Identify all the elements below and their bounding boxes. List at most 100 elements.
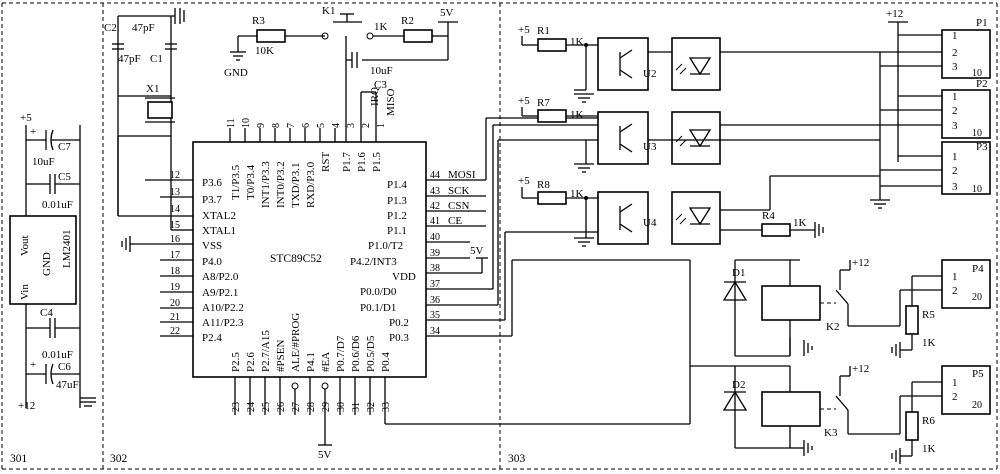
lbl-p31: TXD/P3.1: [290, 162, 302, 208]
section-label-301: 301: [10, 453, 28, 465]
u4-label: U4: [643, 217, 657, 229]
pin-21: 21: [170, 312, 180, 323]
pin-16: 16: [170, 234, 180, 245]
regulator-part: LM2401: [61, 230, 73, 269]
pin-2: 2: [361, 123, 372, 128]
c4-value: 0.01uF: [42, 349, 73, 361]
lbl-psen: #PSEN: [275, 340, 287, 372]
r8-label: R8: [537, 179, 550, 191]
r5-label: R5: [922, 309, 935, 321]
c3-value: 10uF: [370, 65, 393, 77]
r7-resistor: [538, 110, 566, 122]
gnd-label: GND: [224, 67, 248, 79]
reset-rail-label: 5V: [440, 7, 454, 19]
rail-5v-1: +5: [518, 24, 530, 36]
p2-label: P2: [976, 78, 988, 90]
r7-label: R7: [537, 97, 550, 109]
lbl-p33: INT1/P3.3: [260, 161, 272, 208]
relay-k2-coil: [762, 286, 820, 320]
lbl-p41: P4.1: [305, 352, 317, 372]
r6-resistor: [906, 412, 918, 440]
crystal-label: X1: [146, 83, 159, 95]
lbl-xtal2: XTAL2: [202, 210, 236, 222]
pin-32: 32: [366, 402, 377, 412]
r4-value: 1K: [793, 217, 807, 229]
pin-23: 23: [231, 402, 242, 412]
pin-1: 1: [376, 123, 387, 128]
u2-led: [672, 38, 720, 90]
lbl-p11: P1.1: [387, 225, 407, 237]
p5-pin20: 20: [972, 400, 982, 411]
vdd-rail-label: 5V: [470, 245, 484, 257]
lbl-p10: P1.0/T2: [368, 240, 403, 252]
lbl-p34: T0/P3.4: [245, 164, 257, 200]
c6-plus: +: [30, 359, 36, 371]
lbl-p05: P0.5/D5: [365, 335, 377, 372]
p4-pin1: 1: [952, 271, 958, 283]
lbl-p12: P1.2: [387, 210, 407, 222]
p4-pin2: 2: [952, 285, 958, 297]
pin-4: 4: [331, 123, 342, 128]
pin-11: 11: [226, 118, 237, 128]
mcu-bottom-pins: 23 24 25 26 27 28 29 30 31 32 33: [231, 377, 392, 445]
pin-10: 10: [241, 118, 252, 128]
r7-value: 1K: [570, 109, 584, 121]
lbl-p22: A10/P2.2: [202, 302, 244, 314]
section-label-302: 302: [110, 453, 128, 465]
p2-pin2: 2: [952, 105, 958, 117]
r5-resistor: [906, 306, 918, 334]
u2-optocoupler: [598, 38, 648, 90]
k2-label: K2: [826, 321, 839, 333]
lbl-p21: A9/P2.1: [202, 287, 238, 299]
c2-value: 47pF: [132, 22, 155, 34]
mcu-top-pins: 11 10 9 8 7 6 5 4 3 2 1: [226, 110, 387, 142]
lbl-p35: T1/P3.5: [230, 164, 242, 200]
pin-20: 20: [170, 298, 180, 309]
p5-pin2: 2: [952, 391, 958, 403]
pin-25: 25: [261, 402, 272, 412]
pin-7: 7: [286, 123, 297, 128]
k1-value: 1K: [374, 21, 388, 33]
p4-label: P4: [972, 263, 984, 275]
lbl-ea: #EA: [320, 352, 332, 372]
c7-value: 10uF: [32, 156, 55, 168]
pin-29: 29: [321, 402, 332, 412]
pin-38: 38: [430, 263, 440, 274]
pin-9: 9: [256, 123, 267, 128]
lbl-p15: P1.5: [371, 152, 383, 172]
p3-pin3: 3: [952, 181, 958, 193]
lbl-p24: P2.4: [202, 332, 222, 344]
lbl-p25: P2.5: [230, 352, 242, 372]
r2-resistor: [404, 30, 432, 42]
r8-resistor: [538, 192, 566, 204]
lbl-p23: A11/P2.3: [202, 317, 244, 329]
u3-led: [672, 112, 720, 164]
p2-pin3: 3: [952, 120, 958, 132]
regulator-gnd-pin: GND: [41, 252, 53, 276]
pin-28: 28: [306, 402, 317, 412]
p3-pin1: 1: [952, 151, 958, 163]
lbl-ce: CE: [448, 215, 462, 227]
r4-resistor: [762, 224, 790, 236]
u3-optocoupler: [598, 112, 648, 164]
lbl-rst: RST: [320, 152, 332, 172]
p1-label: P1: [976, 17, 988, 29]
k3-label: K3: [824, 427, 838, 439]
rail-5v-2: +5: [518, 95, 530, 107]
p2-pin10: 10: [972, 128, 982, 139]
lbl-p14: P1.4: [387, 179, 407, 191]
k2-rail-label: +12: [852, 257, 869, 269]
pin-13: 13: [170, 187, 180, 198]
regulator-vout-pin: Vout: [19, 235, 31, 256]
pin-12: 12: [170, 170, 180, 181]
lbl-p06: P0.6/D6: [350, 335, 362, 372]
lbl-p30: RXD/P3.0: [305, 161, 317, 208]
section-frames: 301 302 303: [2, 3, 997, 469]
u2-label: U2: [643, 68, 656, 80]
r2-label: R2: [401, 15, 414, 27]
pin-8: 8: [271, 123, 282, 128]
pin-39: 39: [430, 248, 440, 259]
pin-30: 30: [336, 402, 347, 412]
p3-pin10: 10: [972, 184, 982, 195]
connector-p1: [942, 30, 990, 78]
